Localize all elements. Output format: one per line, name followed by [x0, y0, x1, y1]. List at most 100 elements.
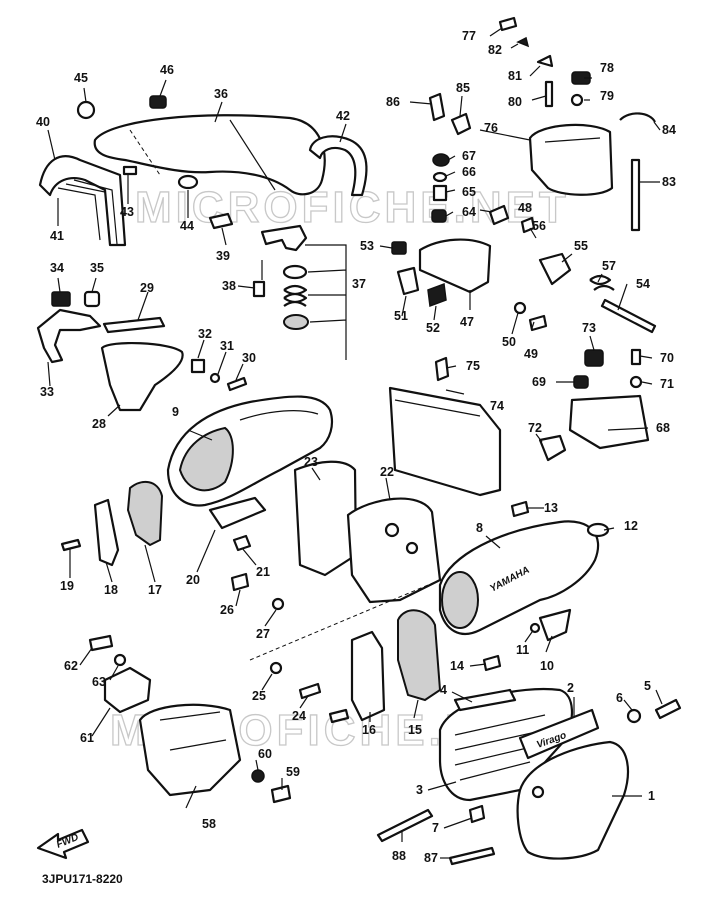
callout-7: 7	[432, 821, 439, 835]
callout-49: 49	[524, 347, 538, 361]
collar-34	[51, 291, 71, 307]
callout-20: 20	[186, 573, 200, 587]
clamp-86	[428, 92, 446, 122]
callout-10: 10	[540, 659, 554, 673]
callout-34: 34	[50, 261, 64, 275]
panel-22	[346, 497, 442, 604]
washer-63	[113, 653, 127, 667]
bolt-38	[252, 280, 266, 298]
hose-83	[630, 158, 641, 232]
callout-24: 24	[292, 709, 306, 723]
fender-bracket-left	[38, 155, 127, 247]
washer-11	[529, 622, 541, 634]
callout-30: 30	[242, 351, 256, 365]
callout-83: 83	[662, 175, 676, 189]
callout-25: 25	[252, 689, 266, 703]
callout-18: 18	[104, 583, 118, 597]
bolt-70	[630, 348, 642, 366]
callout-81: 81	[508, 69, 522, 83]
emblem-44	[177, 174, 199, 190]
callout-39: 39	[216, 249, 230, 263]
collar-69	[573, 375, 589, 389]
callout-51: 51	[394, 309, 408, 323]
bolt-19-center	[328, 708, 350, 724]
collar-67	[432, 153, 450, 167]
bolt-5	[654, 698, 682, 720]
callout-74: 74	[490, 399, 504, 413]
part-number-callouts: 1 2 3 4 5 6 7 8 9 10 11 12 13 14 15 16 1…	[36, 29, 676, 865]
grommet-64	[431, 209, 447, 223]
battery-box-74	[388, 386, 502, 497]
bolt-13	[510, 500, 530, 518]
callout-26: 26	[220, 603, 234, 617]
bolt-75	[434, 356, 450, 382]
callout-37: 37	[352, 277, 366, 291]
callout-4: 4	[440, 683, 447, 697]
bracket-23	[293, 460, 358, 577]
callout-33: 33	[40, 385, 54, 399]
callout-48: 48	[518, 201, 532, 215]
bracket-20	[208, 496, 267, 530]
screw-87	[448, 846, 496, 866]
callout-3: 3	[416, 783, 423, 797]
callout-14: 14	[450, 659, 464, 673]
callout-53: 53	[360, 239, 374, 253]
callout-70: 70	[660, 351, 674, 365]
plate-39	[208, 212, 234, 230]
callout-5: 5	[644, 679, 651, 693]
callout-61: 61	[80, 731, 94, 745]
callout-71: 71	[660, 377, 674, 391]
collar-53	[391, 241, 407, 255]
bolt-49	[528, 314, 548, 332]
bolt-14	[482, 654, 502, 672]
collar-35	[83, 290, 101, 308]
damper-rubber	[283, 314, 309, 330]
callout-11: 11	[516, 643, 529, 657]
fender-stay-right	[308, 135, 368, 197]
callout-65: 65	[462, 185, 476, 199]
callout-31: 31	[220, 339, 234, 353]
callout-35: 35	[90, 261, 104, 275]
callout-28: 28	[92, 417, 106, 431]
callout-9: 9	[172, 405, 179, 419]
callout-27: 27	[256, 627, 270, 641]
callout-78: 78	[600, 61, 614, 75]
clip-48	[488, 204, 510, 226]
callout-23: 23	[304, 455, 318, 469]
callout-85: 85	[456, 81, 470, 95]
callout-22: 22	[380, 465, 394, 479]
callout-59: 59	[286, 765, 300, 779]
callout-56: 56	[532, 219, 546, 233]
hole-22a	[384, 522, 400, 538]
callout-21: 21	[256, 565, 270, 579]
callout-84: 84	[662, 123, 676, 137]
callout-36: 36	[214, 87, 228, 101]
callout-75: 75	[466, 359, 480, 373]
callout-32: 32	[198, 327, 212, 341]
callout-46: 46	[160, 63, 174, 77]
spring	[283, 284, 308, 307]
grommet-52	[427, 282, 447, 308]
holder-73	[584, 349, 604, 367]
collar-43	[122, 165, 138, 176]
clip-32	[190, 358, 206, 374]
callout-54: 54	[636, 277, 650, 291]
side-cover-16	[350, 630, 386, 722]
hose-84	[619, 112, 656, 123]
bolt-62	[88, 634, 114, 652]
callout-58: 58	[202, 817, 216, 831]
front-direction-arrow: FWD	[36, 828, 90, 860]
bracket-58	[138, 703, 242, 797]
callout-38: 38	[222, 279, 236, 293]
callout-13: 13	[544, 501, 558, 515]
callout-77: 77	[462, 29, 476, 43]
side-cover-1	[516, 740, 630, 860]
bracket-72	[538, 434, 567, 462]
callout-40: 40	[36, 115, 50, 129]
callout-86: 86	[386, 95, 400, 109]
spring-85	[450, 112, 472, 136]
callout-29: 29	[140, 281, 154, 295]
cover-18	[93, 498, 120, 567]
callout-68: 68	[656, 421, 670, 435]
